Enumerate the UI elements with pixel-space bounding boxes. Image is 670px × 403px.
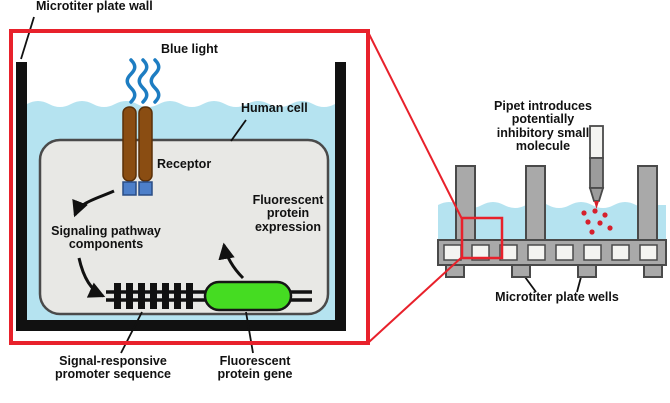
human-cell-label-line: [230, 119, 247, 142]
microtiter-plate-wells-label: Microtiter plate wells: [495, 290, 619, 304]
fluorescent-gene-capsule: [203, 280, 293, 312]
signal-responsive-promoter-label: Signal-responsive promoter sequence: [54, 354, 171, 382]
pipet-icon: [588, 125, 605, 209]
signaling-to-promoter-arrow: [77, 257, 106, 298]
gene-to-expression-arrow: [218, 242, 245, 280]
fluorescent-gene-label: Fluorescent protein gene: [217, 354, 293, 382]
gene-label-line: [245, 311, 254, 354]
wall-label-line: [20, 16, 35, 60]
zoom-line-bottom: [368, 256, 463, 343]
receptor-label: Receptor: [157, 157, 212, 171]
microtiter-plate-wall-label: Microtiter plate wall: [36, 0, 153, 13]
signaling-pathway-label: Signaling pathway components: [51, 224, 161, 252]
blue-light-label: Blue light: [161, 42, 218, 56]
human-cell-label: Human cell: [241, 101, 308, 115]
pipet-label: Pipet introduces potentially inhibitory …: [494, 99, 592, 154]
blue-light-waves-icon: [125, 58, 161, 104]
promoter-label-line: [120, 311, 143, 354]
plate-well-squares: [443, 244, 658, 261]
plate-liquid: [438, 202, 666, 240]
small-molecule-dots: [581, 208, 613, 235]
zoom-line-top: [368, 33, 463, 220]
human-cell-shape: [38, 138, 330, 316]
receptor-graphic: [122, 106, 153, 196]
zoom-highlight-box: [460, 216, 504, 260]
fluorescent-expression-label: Fluorescent protein expression: [252, 193, 324, 234]
receptor-to-signaling-arrow: [72, 189, 115, 218]
plate-feet: [445, 264, 663, 278]
zoom-main-box: [9, 29, 370, 345]
